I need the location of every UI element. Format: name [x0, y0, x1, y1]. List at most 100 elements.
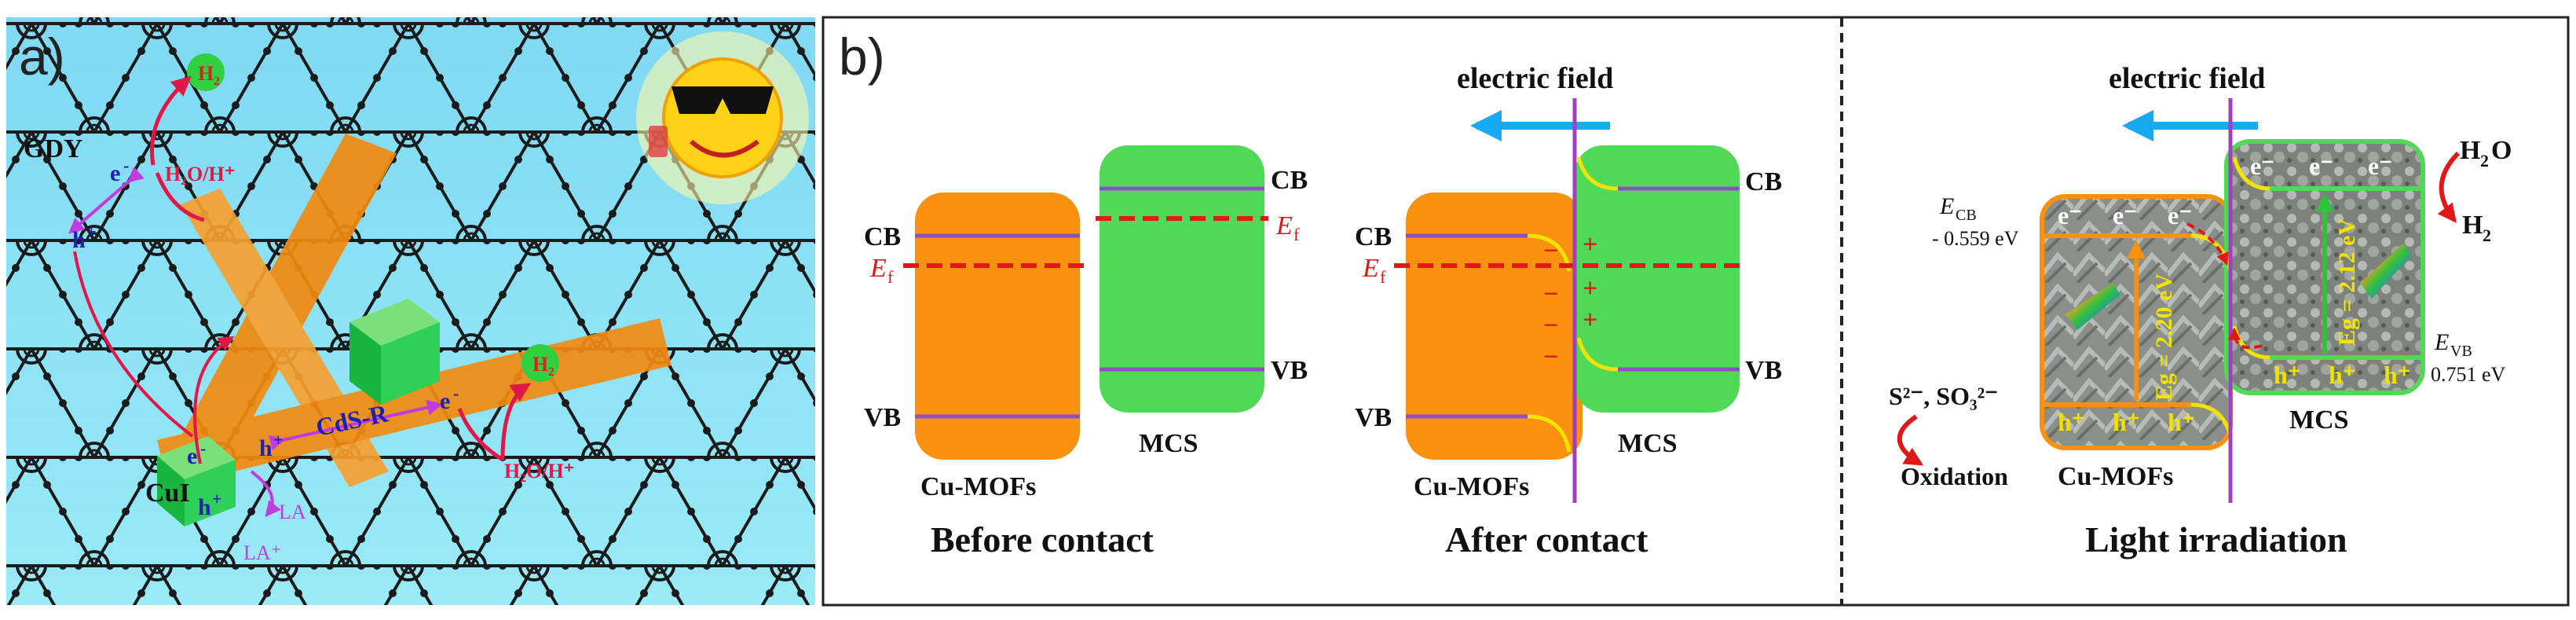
- svg-text:h⁺: h⁺: [2058, 408, 2085, 436]
- svg-text:2: 2: [2483, 226, 2491, 245]
- electron-gdy: e -: [110, 156, 129, 186]
- evb-label: E VB 0.751 eV: [2431, 329, 2506, 386]
- svg-text:2: 2: [214, 75, 220, 88]
- ef-label-after: E f: [1362, 254, 1386, 287]
- mcs-cb-bend: [1576, 156, 1619, 191]
- la-label: LA: [279, 501, 306, 523]
- svg-text:E: E: [869, 254, 887, 283]
- electron-cdsr: e -: [440, 383, 459, 414]
- mcs-block-before: [1100, 145, 1264, 413]
- light-ray-mcs: [2360, 244, 2411, 299]
- svg-text:-: -: [453, 383, 459, 403]
- svg-text:- 0.559 eV: - 0.559 eV: [1932, 227, 2019, 250]
- after-contact-title: After contact: [1445, 519, 1648, 559]
- eg-mof-label: Eg = 2.20 eV: [2151, 273, 2177, 401]
- electron-transfer-arrow: [2186, 222, 2229, 266]
- svg-text:h: h: [198, 494, 211, 520]
- mcs-electrons: e⁻ e⁻ e⁻: [2250, 152, 2392, 180]
- eg-mcs-label: Eg = 2.12 eV: [2334, 218, 2360, 346]
- mof-vb-bend: [1527, 414, 1572, 453]
- svg-text:−: −: [1543, 343, 1558, 372]
- after-contact: electric field − − − − + + +: [1355, 62, 1782, 559]
- svg-text:+: +: [212, 489, 222, 508]
- panel-a: a) GDY H 2 H 2 H₂O/H⁺ H₂O/H⁺ e -: [6, 17, 815, 605]
- arrow-e-h-gdy: [68, 166, 145, 234]
- svg-text:h⁺: h⁺: [2329, 361, 2356, 389]
- mof-electrons: e⁻ e⁻ e⁻: [2058, 201, 2192, 229]
- svg-text:E: E: [1362, 254, 1379, 283]
- light-ray-mof: [2066, 283, 2120, 330]
- svg-text:−: −: [1543, 280, 1558, 309]
- svg-text:e⁻: e⁻: [2113, 201, 2137, 229]
- svg-text:H: H: [2460, 136, 2480, 165]
- mof-label-light: Cu-MOFs: [2058, 462, 2173, 491]
- mcs-holes: h⁺ h⁺ h⁺: [2274, 361, 2411, 389]
- oxidation-label: Oxidation: [1901, 462, 2008, 490]
- panel-b-label: b): [839, 28, 885, 86]
- before-contact-title: Before contact: [931, 519, 1154, 559]
- arrow-cds-charge: [269, 399, 443, 451]
- vb-label-mcs-before: VB: [1271, 356, 1308, 385]
- svg-text:+: +: [273, 430, 284, 449]
- arrow-hole-transfer: [73, 251, 194, 438]
- cui-label: CuI: [145, 479, 190, 508]
- mof-block-after: [1406, 193, 1583, 460]
- vb-label-mof-before: VB: [864, 403, 901, 432]
- svg-text:−: −: [1543, 311, 1558, 340]
- h2o-label-right: H₂O/H⁺: [504, 460, 574, 482]
- hole-transfer-arrow: [2228, 327, 2263, 350]
- svg-text:h⁺: h⁺: [2168, 408, 2195, 436]
- svg-text:0.751 eV: 0.751 eV: [2431, 363, 2506, 386]
- cb-label-mcs-after: CB: [1745, 167, 1782, 196]
- svg-text:E: E: [2434, 329, 2449, 355]
- svg-text:H: H: [532, 353, 548, 376]
- mcs-label-after: MCS: [1618, 429, 1678, 458]
- svg-text:2: 2: [2480, 151, 2489, 171]
- arrow-h2o-right: [457, 408, 504, 462]
- svg-text:-: -: [123, 156, 129, 175]
- sun-icon: [636, 31, 809, 204]
- before-contact: CB E f VB CB E f VB Cu-MOFs MCS Before c…: [864, 145, 1308, 559]
- svg-text:f: f: [887, 267, 894, 287]
- svg-text:e: e: [440, 388, 450, 414]
- light-irradiation: electric field Eg =: [1889, 62, 2512, 559]
- h2-evolution-arrow: [2437, 151, 2461, 223]
- interface-charges-after: − − − − + + +: [1543, 230, 1597, 372]
- arrow-h2o-top: [155, 172, 205, 222]
- h2-bubble-right: H 2: [521, 344, 559, 382]
- svg-text:h⁺: h⁺: [2384, 361, 2411, 389]
- svg-text:e⁻: e⁻: [2368, 152, 2392, 180]
- svg-text:h⁺: h⁺: [2274, 361, 2301, 389]
- gdy-label: GDY: [24, 134, 83, 163]
- svg-text:+: +: [1583, 306, 1597, 335]
- mcs-label-before: MCS: [1139, 429, 1198, 458]
- svg-text:e: e: [110, 160, 120, 186]
- svg-text:e⁻: e⁻: [2250, 152, 2274, 180]
- h2o-label-top: H₂O/H⁺: [165, 163, 235, 185]
- hole-cui: h +: [198, 489, 222, 520]
- svg-text:h⁺: h⁺: [2113, 408, 2140, 436]
- vb-label-mof-after: VB: [1355, 403, 1392, 432]
- svg-text:e⁻: e⁻: [2058, 201, 2082, 229]
- mcs-label-light: MCS: [2289, 405, 2349, 435]
- h2-product: H 2: [2462, 211, 2491, 245]
- vb-label-mcs-after: VB: [1745, 356, 1782, 385]
- h2-bubble-top: H 2: [187, 53, 225, 91]
- hole-gdy: h +: [72, 222, 97, 253]
- svg-text:f: f: [1380, 267, 1386, 287]
- mof-holes: h⁺ h⁺ h⁺: [2058, 408, 2195, 436]
- svg-text:VB: VB: [2450, 343, 2472, 360]
- svg-text:+: +: [86, 222, 97, 241]
- green-cube-upper: [349, 299, 440, 405]
- ef-label-mcs-before: E f: [1275, 211, 1300, 244]
- arrow-h2-right: [500, 383, 532, 460]
- electron-cui: e -: [187, 438, 206, 469]
- ecb-label: E CB - 0.559 eV: [1932, 193, 2019, 250]
- svg-text:h: h: [259, 435, 273, 461]
- arrow-la: [250, 470, 281, 518]
- mcs-vb-bend: [1576, 337, 1619, 372]
- green-cube-cui: [157, 436, 236, 526]
- mof-label-before: Cu-MOFs: [920, 472, 1036, 501]
- arrow-h2-top: [149, 75, 192, 166]
